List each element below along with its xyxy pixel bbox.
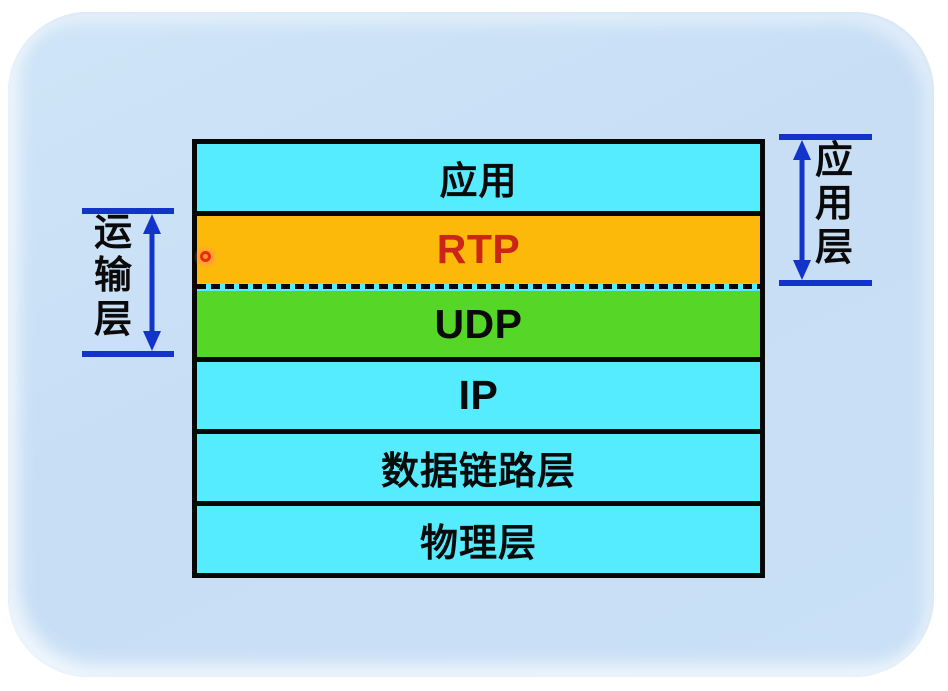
- layer-udp: UDP: [197, 290, 760, 363]
- transport-layer-span-arrow-icon: [82, 208, 174, 357]
- layer-application: 应用: [197, 144, 760, 216]
- rtp-udp-dashed-divider: [197, 282, 760, 291]
- application-layer-span-arrow-icon: [779, 134, 872, 286]
- protocol-stack: 应用 RTP UDP IP 数据链路层 物理层: [192, 139, 765, 578]
- layer-data-link-label: 数据链路层: [380, 451, 576, 494]
- layer-udp-label: UDP: [434, 300, 523, 347]
- layer-data-link: 数据链路层: [197, 434, 760, 507]
- application-layer-label: 应用层: [814, 140, 853, 269]
- layer-physical-label: 物理层: [419, 523, 537, 566]
- layer-rtp: RTP: [197, 215, 760, 283]
- layer-ip-label: IP: [458, 372, 499, 419]
- layer-ip: IP: [197, 362, 760, 435]
- layer-physical: 物理层: [197, 506, 760, 573]
- layer-rtp-label: RTP: [436, 225, 521, 272]
- transport-layer-label: 运输层: [93, 212, 132, 341]
- layer-application-label: 应用: [439, 160, 518, 203]
- laser-pointer-dot: [194, 245, 218, 269]
